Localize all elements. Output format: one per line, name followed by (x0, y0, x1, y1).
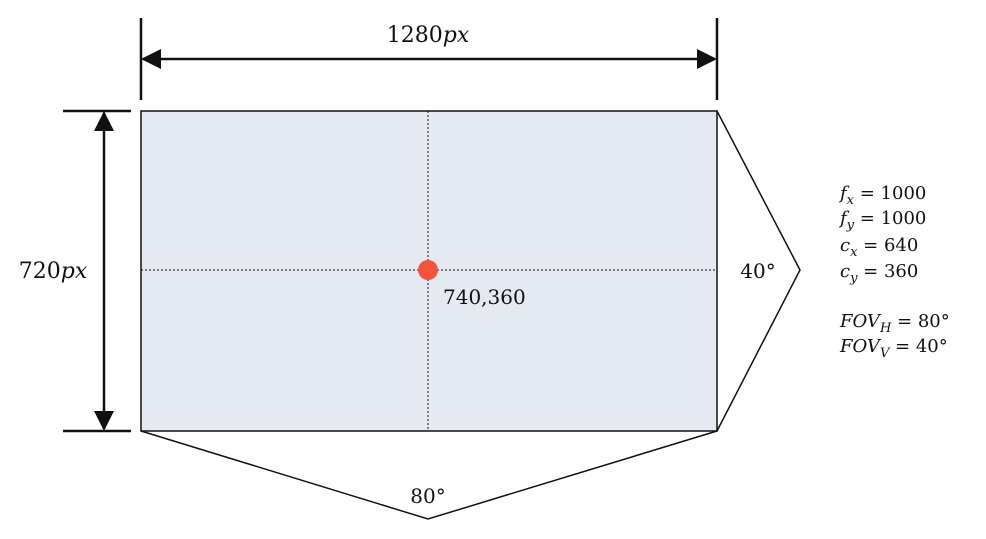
param-fov-v: FOVV = 40° (839, 336, 948, 361)
intrinsics-list: fx = 1000 fy = 1000 cx = 640 cy = 360 FO… (838, 183, 950, 361)
param-cy: cy = 360 (840, 261, 918, 286)
param-fy: fy = 1000 (838, 208, 926, 233)
vertical-fov-label: 40° (740, 259, 775, 283)
height-label: 720px (19, 259, 88, 284)
param-fx: fx = 1000 (838, 183, 926, 208)
width-label: 1280px (387, 23, 470, 48)
horizontal-fov-wedge (140, 430, 718, 520)
param-fov-h: FOVH = 80° (839, 311, 950, 336)
horizontal-fov-label: 80° (410, 484, 445, 508)
vertical-fov-wedge (716, 110, 801, 432)
principal-point-label: 740,360 (443, 285, 526, 309)
param-cx: cx = 640 (840, 235, 918, 260)
principal-point-marker (418, 260, 438, 280)
